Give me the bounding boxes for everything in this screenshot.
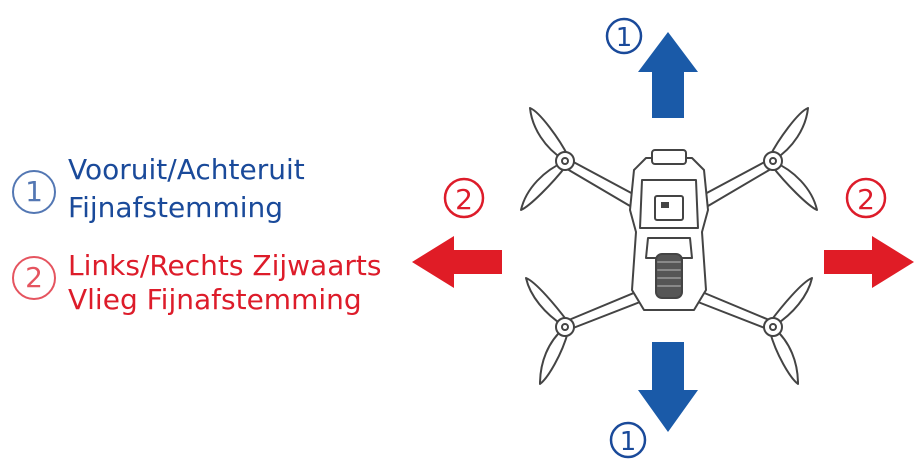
propeller-top-right	[763, 107, 818, 211]
legend-label-2-line-2: Vlieg Fijnafstemming	[68, 283, 362, 316]
left-marker-number: 2	[455, 183, 473, 216]
legend-number-1: 1	[12, 170, 56, 214]
propeller-bottom-right	[763, 277, 813, 385]
drone-icon	[520, 107, 818, 385]
backward-marker: 1	[609, 421, 647, 459]
backward-marker-number: 1	[620, 427, 637, 457]
legend-number-2: 2	[12, 256, 56, 300]
propeller-top-left	[520, 107, 575, 211]
forward-marker: 1	[605, 17, 643, 55]
left-arrow	[412, 236, 502, 288]
backward-arrow	[638, 342, 698, 432]
legend-label-1-line-2: Fijnafstemming	[68, 191, 284, 224]
forward-marker-number: 1	[616, 23, 633, 53]
right-marker-number: 2	[857, 183, 875, 216]
right-marker: 2	[845, 177, 887, 219]
legend-label-1-line-1: Vooruit/Achteruit	[68, 153, 305, 186]
left-marker: 2	[443, 177, 485, 219]
right-arrow	[824, 236, 914, 288]
legend-label-2-line-1: Links/Rechts Zijwaarts	[68, 249, 382, 282]
propeller-bottom-left	[525, 277, 575, 385]
forward-arrow	[638, 32, 698, 118]
drone-body	[629, 149, 709, 311]
